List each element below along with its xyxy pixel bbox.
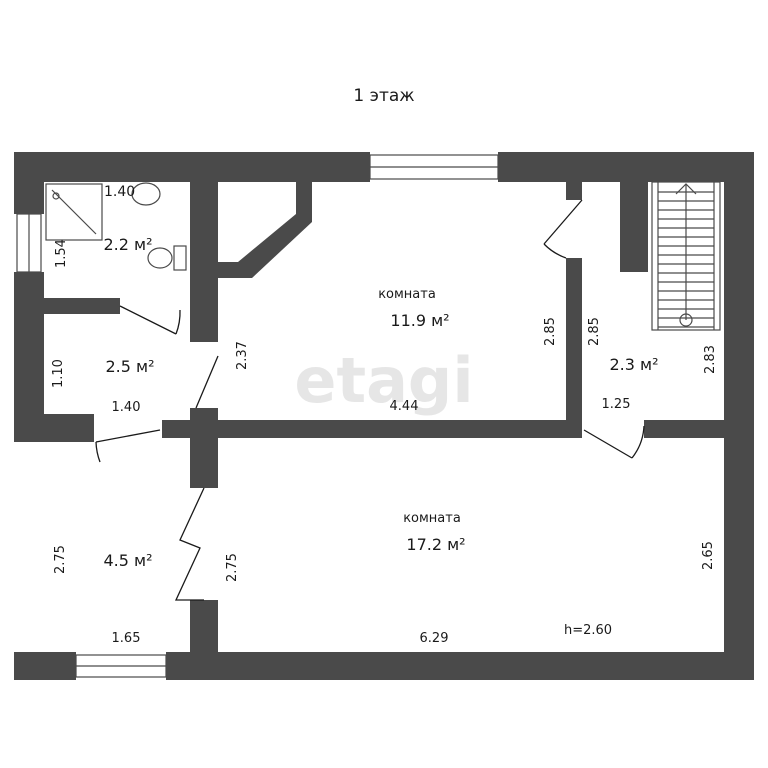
toilet [147,247,173,269]
room-top-name: комната [378,287,436,302]
ceiling-height: h=2.60 [564,623,612,638]
corridor-dim-side: 1.10 [51,359,66,388]
stair-hall-dim-right: 2.83 [703,345,718,374]
staircase [651,181,721,331]
corridor-area: 2.5 м² [105,357,154,376]
watermark: etagi [294,344,473,417]
room-bottom-dim-bottom: 6.29 [420,631,449,646]
floor-title: 1 этаж [353,86,415,106]
room-bottom-area: 17.2 м² [406,535,465,554]
hall-area: 4.5 м² [103,551,152,570]
walls [14,152,754,680]
room-top-dim-bottom: 4.44 [390,399,419,414]
stair-hall-dim-left: 2.85 [587,317,602,346]
shower-tray [45,183,103,241]
room-bottom-dim-right: 2.65 [701,541,716,570]
hall-dim-left: 2.75 [53,545,68,574]
hall-dim-bottom: 1.65 [112,631,141,646]
bathroom-dim-side: 1.54 [54,239,69,268]
room-top-area: 11.9 м² [390,311,449,330]
bathroom-area: 2.2 м² [103,235,152,254]
stair-hall-area: 2.3 м² [609,355,658,374]
windows [16,154,499,678]
sink [131,182,161,206]
room-bottom-name: комната [403,511,461,526]
labels: 1.40 2.2 м² 1.54 2.5 м² 1.10 1.40 комнат… [51,184,718,646]
hall-dim-right: 2.75 [225,553,240,582]
corridor-dim-bottom: 1.40 [112,400,141,415]
room-top-dim-right: 2.85 [543,317,558,346]
bathroom-dim-top: 1.40 [104,184,135,200]
stair-hall-dim-bottom: 1.25 [602,397,631,412]
bathroom-fixtures [45,182,187,271]
doors [95,199,645,601]
room-top-dim-left: 2.37 [235,341,250,370]
